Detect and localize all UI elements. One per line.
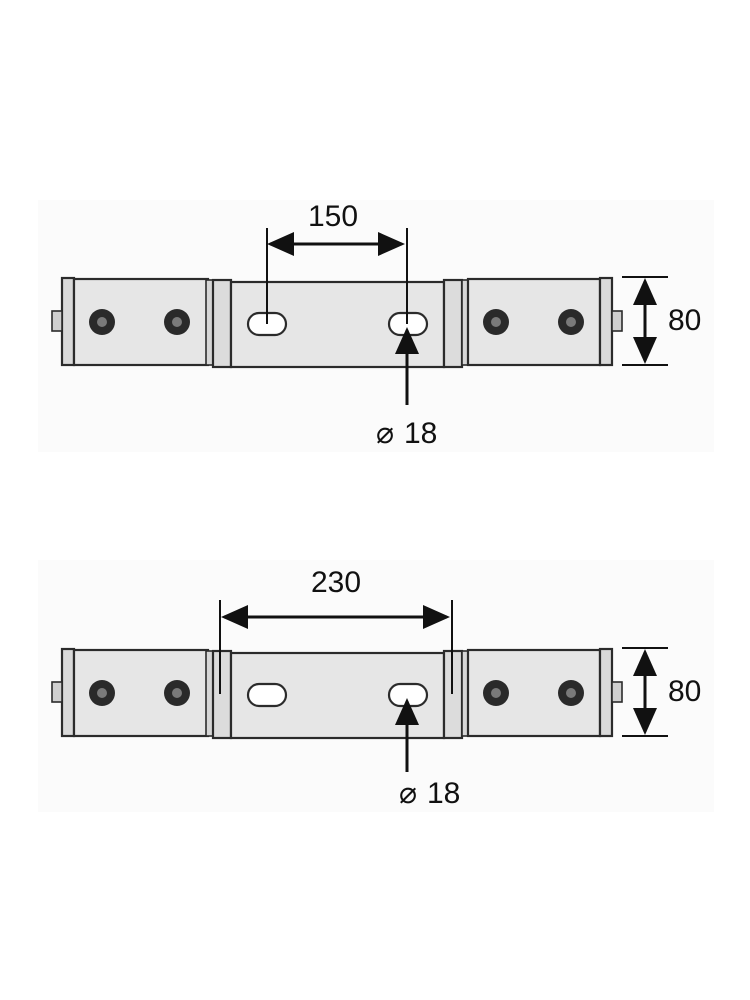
- spacing-label: 150: [308, 200, 358, 233]
- diameter-label: 18: [404, 417, 437, 450]
- diameter-symbol: ⌀: [376, 417, 394, 450]
- spacing-label: 230: [311, 566, 361, 599]
- diameter-symbol: ⌀: [399, 777, 417, 810]
- height-dimension: 80: [622, 647, 701, 737]
- height-label: 80: [668, 675, 701, 708]
- slot-hole: [246, 682, 288, 708]
- left-plate: [51, 647, 215, 738]
- right-plate: [461, 276, 623, 367]
- height-dimension: 80: [622, 276, 701, 366]
- center-plate: [211, 649, 464, 740]
- left-plate: [51, 276, 215, 367]
- bracket-diagram-1: 150 80 ⌀ 18: [38, 200, 714, 452]
- center-plate: [211, 278, 464, 369]
- diameter-callout: ⌀ 18: [376, 327, 437, 450]
- spacing-dimension: 230: [219, 566, 453, 694]
- right-plate: [461, 647, 623, 738]
- spacing-dimension: 150: [266, 200, 408, 324]
- diameter-label: 18: [427, 777, 460, 810]
- diameter-callout: ⌀ 18: [395, 698, 460, 810]
- height-label: 80: [668, 304, 701, 337]
- bracket-diagram-2: 230 80 ⌀ 18: [38, 560, 714, 812]
